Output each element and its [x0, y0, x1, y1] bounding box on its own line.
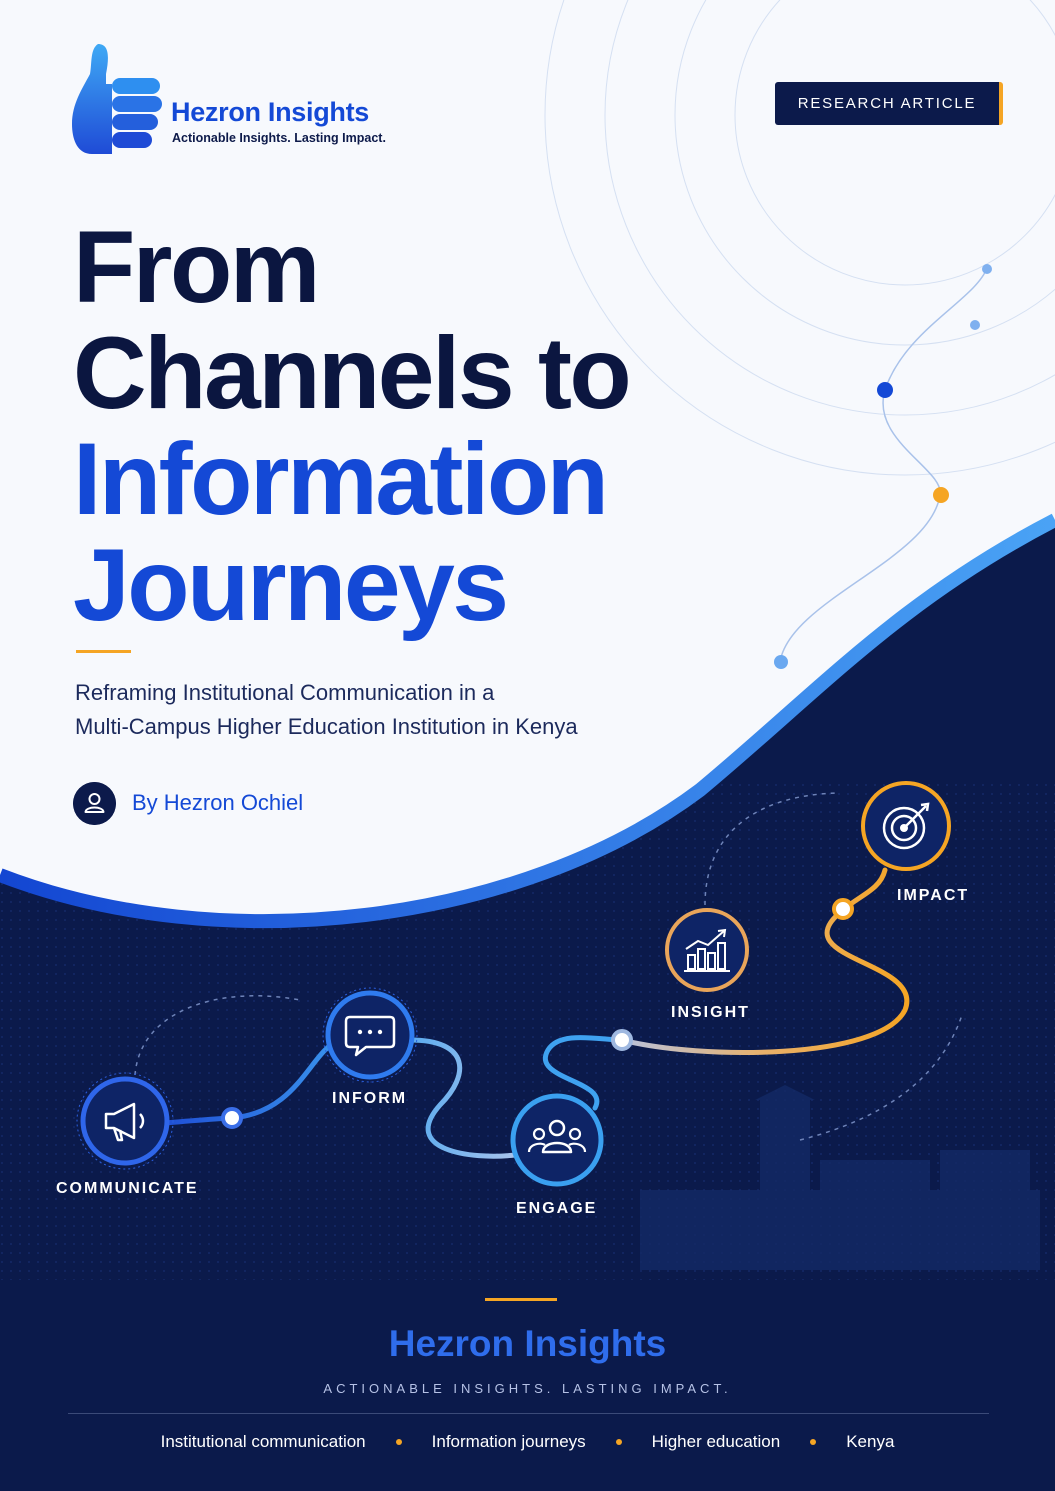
footer-brand-name: Hezron Insights [388, 1323, 667, 1364]
title-line-1: From [73, 210, 321, 324]
stage-label-engage: ENGAGE [516, 1200, 598, 1217]
footer-divider [68, 1413, 989, 1414]
keyword-list: Institutional communication Information … [0, 1432, 1055, 1452]
research-article-badge: RESEARCH ARTICLE [775, 82, 1003, 125]
stage-label-impact: IMPACT [897, 887, 970, 904]
target-icon [861, 781, 951, 871]
stage-label-communicate: COMMUNICATE [56, 1180, 199, 1197]
keyword-item: Kenya [846, 1432, 895, 1451]
people-group-icon [510, 1093, 604, 1187]
brand-tagline: Actionable Insights. Lasting Impact. [172, 131, 386, 145]
article-title: From Channels to Information Journeys [73, 210, 632, 642]
user-icon [73, 782, 116, 825]
article-subtitle: Reframing Institutional Communication in… [75, 676, 578, 744]
keyword-item: Higher education [651, 1432, 781, 1451]
thumbs-up-logo-icon [72, 44, 162, 154]
megaphone-icon [76, 1072, 174, 1170]
bullet-dot-icon [395, 1439, 402, 1445]
title-line-3: Information [73, 422, 609, 536]
keyword-item: Institutional communication [160, 1432, 366, 1451]
author-name: By Hezron Ochiel [132, 790, 304, 815]
chat-bubble-icon [322, 987, 418, 1083]
title-accent-line [76, 650, 131, 653]
bullet-dot-icon [810, 1439, 817, 1445]
stage-label-insight: INSIGHT [671, 1004, 750, 1021]
subtitle-line-1: Reframing Institutional Communication in… [75, 680, 495, 705]
subtitle-line-2: Multi-Campus Higher Education Institutio… [75, 714, 578, 739]
footer-accent-line [485, 1298, 557, 1301]
brand-name: Hezron Insights [171, 97, 370, 127]
title-line-2: Channels to [73, 316, 632, 430]
footer-tagline: ACTIONABLE INSIGHTS. LASTING IMPACT. [323, 1381, 732, 1396]
title-line-4: Journeys [73, 528, 509, 642]
keyword-item: Information journeys [431, 1432, 586, 1451]
bullet-dot-icon [615, 1439, 622, 1445]
stage-label-inform: INFORM [332, 1090, 408, 1107]
bar-chart-icon [665, 908, 749, 992]
